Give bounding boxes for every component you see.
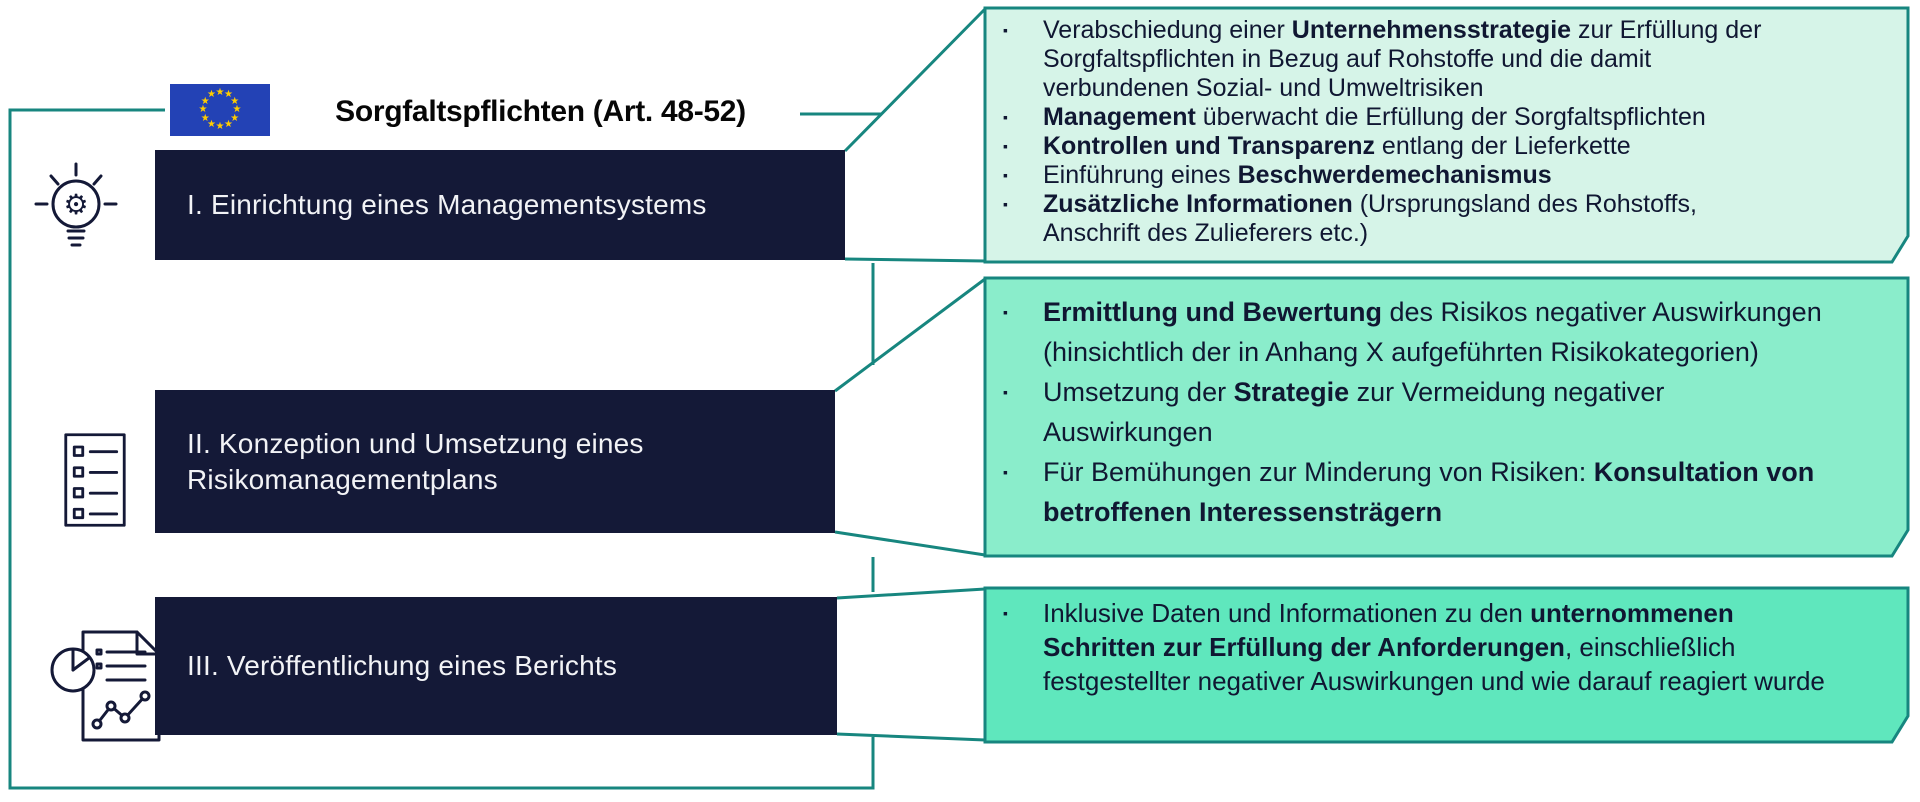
callout-shape-2 xyxy=(983,276,1910,558)
eu-flag-star-icon: ★ xyxy=(207,118,216,130)
funnel-1-bottom-line xyxy=(844,257,986,263)
bullet-item: ▪Inklusive Daten und Informationen zu de… xyxy=(1003,598,1825,696)
bullet-item: ▪Umsetzung der Strategie zur Vermeidung … xyxy=(985,372,1835,452)
bullet-square-icon: ▪ xyxy=(1003,304,1008,320)
callout-shape-3 xyxy=(983,586,1910,744)
eu-flag-star-icon: ★ xyxy=(215,121,225,132)
bullet-square-icon: ▪ xyxy=(1003,167,1008,183)
lightbulb-gear-icon: ⚙ xyxy=(26,152,126,256)
page-title: Sorgfaltspflichten (Art. 48-52) xyxy=(335,95,746,128)
bracket-line xyxy=(8,108,875,790)
eu-flag-star-icon: ★ xyxy=(215,87,225,98)
eu-flag-star-icon: ★ xyxy=(232,104,242,115)
eu-flag-star-icon: ★ xyxy=(207,89,216,101)
funnel-2-bottom-line xyxy=(834,530,986,557)
callout-2: ▪Ermittlung und Bewertung des Risikos ne… xyxy=(985,278,1890,554)
bullet-square-icon: ▪ xyxy=(1003,109,1008,125)
funnel-1-top-line xyxy=(843,7,987,153)
eu-flag-star-icon: ★ xyxy=(200,95,210,107)
report-chart-icon xyxy=(45,622,177,748)
eu-flag-star-icon: ★ xyxy=(200,112,210,124)
bullet-square-icon: ▪ xyxy=(1003,464,1008,480)
step-box-3: III. Veröffentlichung eines Berichts xyxy=(155,597,837,735)
bullet-item: ▪Zusätzliche Informationen (Ursprungslan… xyxy=(1003,190,1697,247)
bullet-list-1: ▪Verabschiedung einer Unternehmensstrate… xyxy=(985,10,1890,248)
step-label-2: II. Konzeption und Umsetzung eines Risik… xyxy=(187,427,644,495)
eu-flag-star-icon: ★ xyxy=(230,95,240,107)
step-box-1: I. Einrichtung eines Managementsystems xyxy=(155,150,845,260)
bullet-square-icon: ▪ xyxy=(1003,605,1008,621)
bullet-item: ▪Für Bemühungen zur Minderung von Risike… xyxy=(985,452,1835,532)
funnel-3-bottom-line xyxy=(836,732,986,742)
bullet-list-2: ▪Ermittlung und Bewertung des Risikos ne… xyxy=(985,278,1890,532)
step-box-2: II. Konzeption und Umsetzung eines Risik… xyxy=(155,390,835,533)
funnel-2-top-line xyxy=(834,277,986,393)
bullet-square-icon: ▪ xyxy=(1003,384,1008,400)
svg-text:⚙: ⚙ xyxy=(63,189,88,220)
bullet-square-icon: ▪ xyxy=(1003,196,1008,212)
bullet-item: ▪Ermittlung und Bewertung des Risikos ne… xyxy=(985,292,1835,372)
eu-flag-star-icon: ★ xyxy=(230,112,240,124)
step-label-1: I. Einrichtung eines Managementsystems xyxy=(187,189,707,220)
checklist-icon xyxy=(62,430,128,530)
eu-flag-star-icon: ★ xyxy=(224,118,233,130)
bullet-item: ▪Verabschiedung einer Unternehmensstrate… xyxy=(1003,16,1762,102)
eu-flag-star-icon: ★ xyxy=(224,89,233,101)
bullet-square-icon: ▪ xyxy=(1003,138,1008,154)
eu-flag-star-icon: ★ xyxy=(198,104,208,115)
bullet-list-3: ▪Inklusive Daten und Informationen zu de… xyxy=(985,588,1890,698)
step-label-3: III. Veröffentlichung eines Berichts xyxy=(187,650,618,681)
eu-flag: ★★★★★★★★★★★★ xyxy=(170,84,270,136)
callout-3: ▪Inklusive Daten und Informationen zu de… xyxy=(985,588,1890,740)
bullet-square-icon: ▪ xyxy=(1003,22,1008,38)
bullet-item: ▪Einführung eines Beschwerdemechanismus xyxy=(1003,161,1552,189)
bullet-item: ▪Management überwacht die Erfüllung der … xyxy=(1003,103,1706,131)
callout-1: ▪Verabschiedung einer Unternehmensstrate… xyxy=(985,10,1890,260)
callout-shape-1 xyxy=(983,6,1910,264)
bullet-item: ▪Kontrollen und Transparenz entlang der … xyxy=(1003,132,1631,160)
funnel-3-top-line xyxy=(836,587,986,600)
